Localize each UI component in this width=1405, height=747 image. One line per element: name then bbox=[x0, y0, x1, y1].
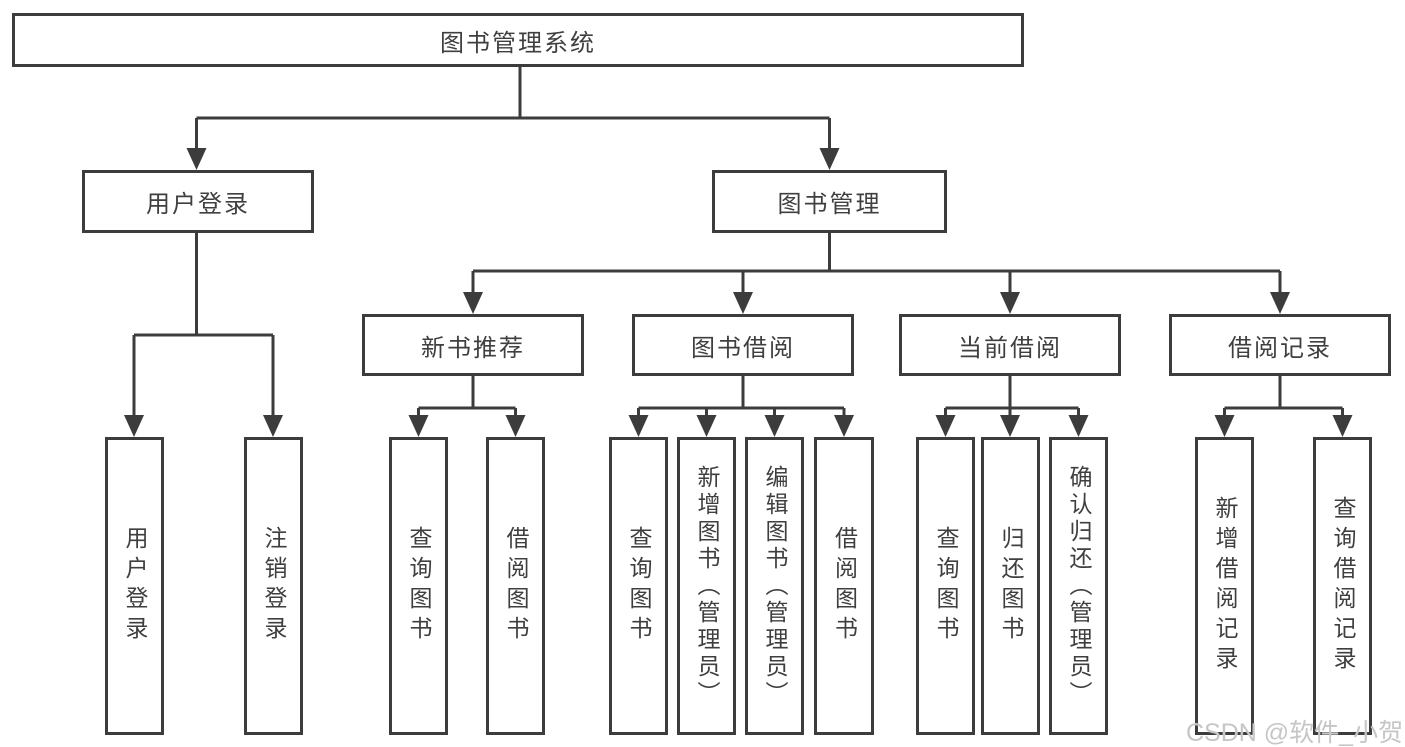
node-user-login: 用户登录 bbox=[82, 170, 314, 233]
arrowheads-current-borrow-leaves bbox=[935, 415, 1089, 437]
connector-book-mgmt-branch bbox=[471, 233, 1282, 293]
leaf-confirm-return-admin: 确认归还（管理员） bbox=[1049, 437, 1108, 735]
leaf-return-book: 归还图书 bbox=[981, 437, 1040, 735]
connector-current-borrow-branch bbox=[944, 376, 1080, 416]
connector-borrow-record-branch bbox=[1223, 376, 1344, 416]
leaf-add-borrow-record: 新增借阅记录 bbox=[1195, 437, 1254, 735]
connector-book-borrow-branch bbox=[637, 376, 846, 416]
leaf-add-book-admin: 新增图书（管理员） bbox=[677, 437, 736, 735]
leaf-edit-book-admin: 编辑图书（管理员） bbox=[745, 437, 804, 735]
leaf-borrow-book-1: 借阅图书 bbox=[486, 437, 545, 735]
arrowheads-borrow-record-leaves bbox=[1214, 415, 1353, 437]
node-book-borrow: 图书借阅 bbox=[632, 314, 854, 376]
arrowheads-book-borrow-leaves bbox=[628, 415, 854, 437]
arrowheads-level1 bbox=[186, 148, 840, 170]
arrowheads-user-login-leaves bbox=[124, 415, 283, 437]
leaf-user-login: 用户登录 bbox=[105, 437, 164, 735]
leaf-query-borrow-record: 查询借阅记录 bbox=[1313, 437, 1372, 735]
leaf-query-book-1: 查询图书 bbox=[389, 437, 448, 735]
node-book-management: 图书管理 bbox=[712, 170, 947, 233]
node-new-book-recommend: 新书推荐 bbox=[362, 314, 584, 376]
leaf-query-book-2: 查询图书 bbox=[609, 437, 668, 735]
csdn-watermark: CSDN @软件_小贺同学 bbox=[1186, 719, 1405, 747]
node-borrow-record: 借阅记录 bbox=[1169, 314, 1391, 376]
leaf-borrow-book-2: 借阅图书 bbox=[814, 437, 874, 735]
connector-user-login-branch bbox=[132, 233, 275, 416]
leaf-logout: 注销登录 bbox=[244, 437, 303, 735]
connector-new-book-branch bbox=[417, 376, 517, 416]
arrowheads-new-book-leaves bbox=[408, 415, 526, 437]
connector-root bbox=[195, 67, 831, 149]
arrowheads-level2-book-mgmt bbox=[463, 292, 1290, 314]
node-current-borrow: 当前借阅 bbox=[899, 314, 1121, 376]
node-root-library-system: 图书管理系统 bbox=[12, 13, 1024, 67]
leaf-query-book-3: 查询图书 bbox=[916, 437, 975, 735]
